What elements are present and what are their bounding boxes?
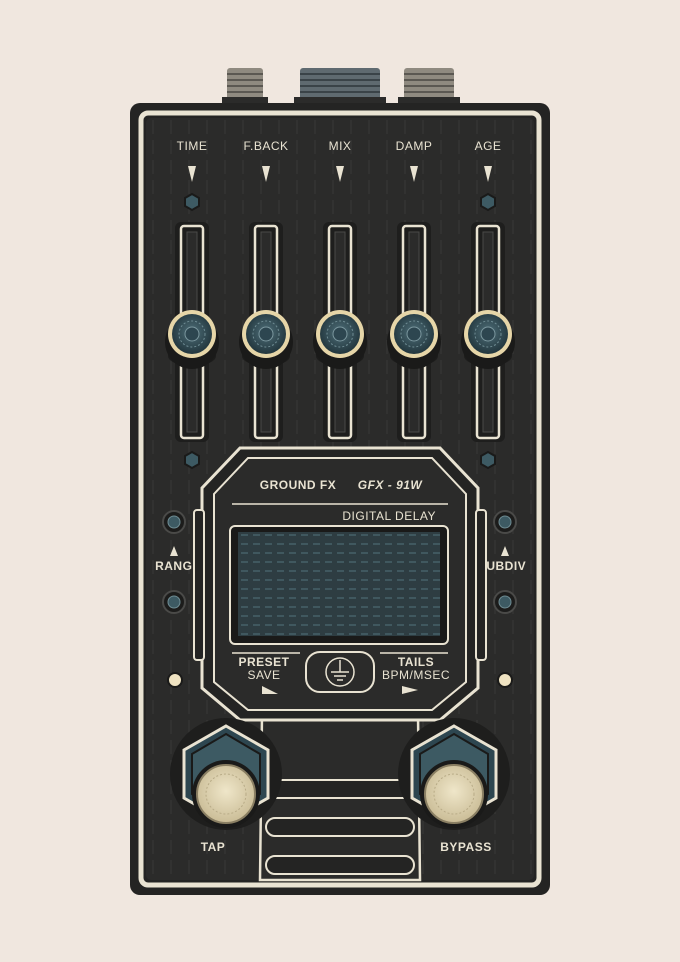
tap-footswitch[interactable] [170, 718, 282, 830]
slider-knob[interactable] [313, 310, 367, 369]
bypass-led [497, 672, 513, 688]
watch-strap [258, 713, 422, 882]
save-label: SAVE [247, 668, 280, 682]
bypass-label: BYPASS [440, 840, 491, 854]
subdiv-arrow-icon [501, 546, 509, 556]
brand-model: GFX - 91W [358, 478, 424, 492]
slider-knob[interactable] [387, 310, 441, 369]
tails-arrow-icon[interactable] [402, 686, 418, 694]
slider-label: F.BACK [243, 139, 288, 153]
slider-fback[interactable]: F.BACK [239, 139, 293, 442]
slider-label: MIX [329, 139, 352, 153]
ground-icon [305, 651, 375, 693]
brand-name: GROUND FX [260, 478, 337, 492]
bpm-msec-label: BPM/MSEC [382, 668, 450, 682]
subdiv-label: SUBDIV [478, 559, 526, 573]
slider-bank: TIME F.BACK MIX DAMP AGE [165, 139, 515, 470]
input-jack [222, 68, 268, 106]
left-controls: RANGE [155, 510, 201, 688]
preset-arrow-icon[interactable] [262, 686, 278, 694]
slider-knob[interactable] [461, 310, 515, 369]
range-label: RANGE [155, 559, 201, 573]
product-subtitle: DIGITAL DELAY [342, 509, 436, 523]
tap-led [167, 672, 183, 688]
display-module: GROUND FX GFX - 91W DIGITAL DELAY PRESET… [193, 446, 487, 882]
screw-icon [480, 450, 496, 470]
range-arrow-icon [170, 546, 178, 556]
preset-label: PRESET [238, 655, 289, 669]
output-jack [398, 68, 460, 106]
slider-label: AGE [475, 139, 502, 153]
pointer-arrow-icon [410, 166, 418, 182]
power-jack [294, 68, 386, 106]
pointer-arrow-icon [336, 166, 344, 182]
slider-knob[interactable] [165, 310, 219, 369]
slider-knob[interactable] [239, 310, 293, 369]
tails-label: TAILS [398, 655, 434, 669]
slider-mix[interactable]: MIX [313, 139, 367, 442]
slider-damp[interactable]: DAMP [387, 139, 441, 442]
screw-icon [184, 192, 200, 212]
bypass-footswitch[interactable] [398, 718, 510, 830]
pointer-arrow-icon [484, 166, 492, 182]
tap-label: TAP [201, 840, 226, 854]
slider-age[interactable]: AGE [461, 139, 515, 470]
screw-icon [184, 450, 200, 470]
screw-icon [480, 192, 496, 212]
pointer-arrow-icon [188, 166, 196, 182]
slider-label: DAMP [396, 139, 433, 153]
pointer-arrow-icon [262, 166, 270, 182]
right-controls: SUBDIV [478, 510, 526, 688]
lcd-screen [238, 532, 440, 636]
slider-time[interactable]: TIME [165, 139, 219, 470]
slider-label: TIME [177, 139, 208, 153]
